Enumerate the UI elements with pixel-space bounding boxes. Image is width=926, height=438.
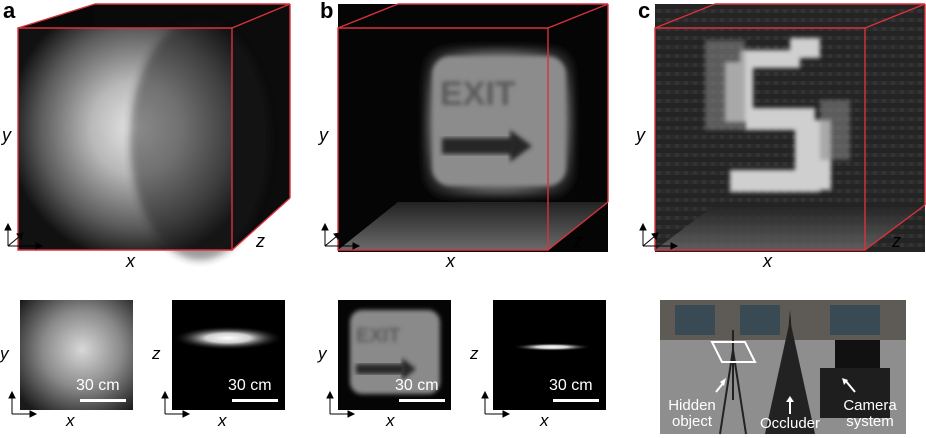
axis-y-a-small: y xyxy=(0,344,9,363)
camera-line1: Camera xyxy=(843,397,897,414)
axis-z-c: z xyxy=(892,231,901,251)
axis-x-a2-small: x xyxy=(218,411,227,430)
cube-b: EXIT xyxy=(337,3,609,252)
axis-y-a: y xyxy=(2,125,11,145)
scale-bar-1 xyxy=(80,399,126,402)
cube-c xyxy=(654,3,926,252)
label-hidden-object: Hidden object xyxy=(664,398,720,430)
setup-photo xyxy=(660,300,906,435)
view-b-xy: EXIT xyxy=(338,300,451,410)
svg-text:EXIT: EXIT xyxy=(440,75,516,113)
axes-glyph-3d xyxy=(4,222,679,250)
axis-y-c: y xyxy=(636,125,645,145)
cube-a xyxy=(17,3,291,260)
scale-bar-2 xyxy=(232,399,278,402)
axis-y-b-small: y xyxy=(318,344,327,363)
camera-line2: system xyxy=(846,413,894,430)
view-b-xz xyxy=(493,300,606,410)
view-a-xy xyxy=(20,300,133,410)
view-a-xz xyxy=(172,300,285,410)
axis-x-b2-small: x xyxy=(540,411,549,430)
panel-label-a: a xyxy=(3,0,16,23)
axis-x-c: x xyxy=(763,251,772,271)
scale-bar-label-4: 30 cm xyxy=(549,377,593,394)
svg-text:EXIT: EXIT xyxy=(356,325,400,347)
axis-z-b: z xyxy=(574,231,583,251)
axis-x-a-small: x xyxy=(66,411,75,430)
axis-z-a-small: z xyxy=(152,344,161,363)
axis-x-b-small: x xyxy=(386,411,395,430)
axis-y-b: y xyxy=(319,125,328,145)
label-camera-system: Camera system xyxy=(838,398,902,430)
scale-bar-4 xyxy=(553,399,599,402)
axes-glyph-2d xyxy=(8,390,511,418)
panel-label-b: b xyxy=(320,0,334,23)
axis-x-a: x xyxy=(126,251,135,271)
hidden-object-line2: object xyxy=(671,413,713,430)
scale-bar-label-2: 30 cm xyxy=(228,377,272,394)
axis-z-b-small: z xyxy=(470,344,479,363)
axis-z-a: z xyxy=(256,231,265,251)
axis-x-b: x xyxy=(446,251,455,271)
hidden-object-line1: Hidden xyxy=(668,397,716,414)
scale-bar-3 xyxy=(399,399,445,402)
scale-bar-label-1: 30 cm xyxy=(76,377,120,394)
panel-label-c: c xyxy=(638,0,651,23)
scale-bar-label-3: 30 cm xyxy=(395,377,439,394)
label-occluder: Occluder xyxy=(759,415,821,432)
